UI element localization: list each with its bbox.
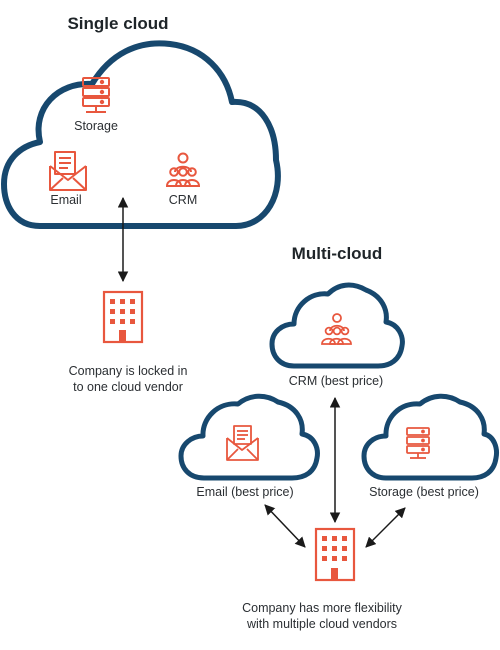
email-cloud-shape xyxy=(178,393,320,481)
storage-arrow xyxy=(365,507,406,548)
storage-cloud-shape xyxy=(361,393,499,481)
crm-label: CRM xyxy=(169,193,197,207)
email-best-price-label: Email (best price) xyxy=(196,485,293,499)
crm-cloud-shape xyxy=(269,282,405,369)
envelope-icon xyxy=(49,151,87,191)
building-icon xyxy=(314,527,356,582)
server-icon xyxy=(82,77,110,113)
multi-caption-line2: with multiple cloud vendors xyxy=(246,617,397,631)
building-icon xyxy=(102,290,144,344)
single-cloud-title: Single cloud xyxy=(67,14,168,33)
email-arrow xyxy=(264,504,306,548)
server-icon xyxy=(406,427,430,459)
single-caption-line1: Company is locked in xyxy=(69,364,188,378)
single-cloud-shape xyxy=(1,40,281,229)
multi-caption-line1: Company has more flexibility xyxy=(242,601,403,615)
storage-best-price-label: Storage (best price) xyxy=(369,485,479,499)
crm-best-price-label: CRM (best price) xyxy=(289,374,383,388)
storage-label: Storage xyxy=(74,119,118,133)
people-icon xyxy=(165,152,201,187)
single-caption-line2: to one cloud vendor xyxy=(73,380,183,394)
multi-cloud-title: Multi-cloud xyxy=(292,244,383,263)
envelope-icon xyxy=(226,425,259,461)
people-icon xyxy=(321,313,352,345)
email-label: Email xyxy=(50,193,81,207)
